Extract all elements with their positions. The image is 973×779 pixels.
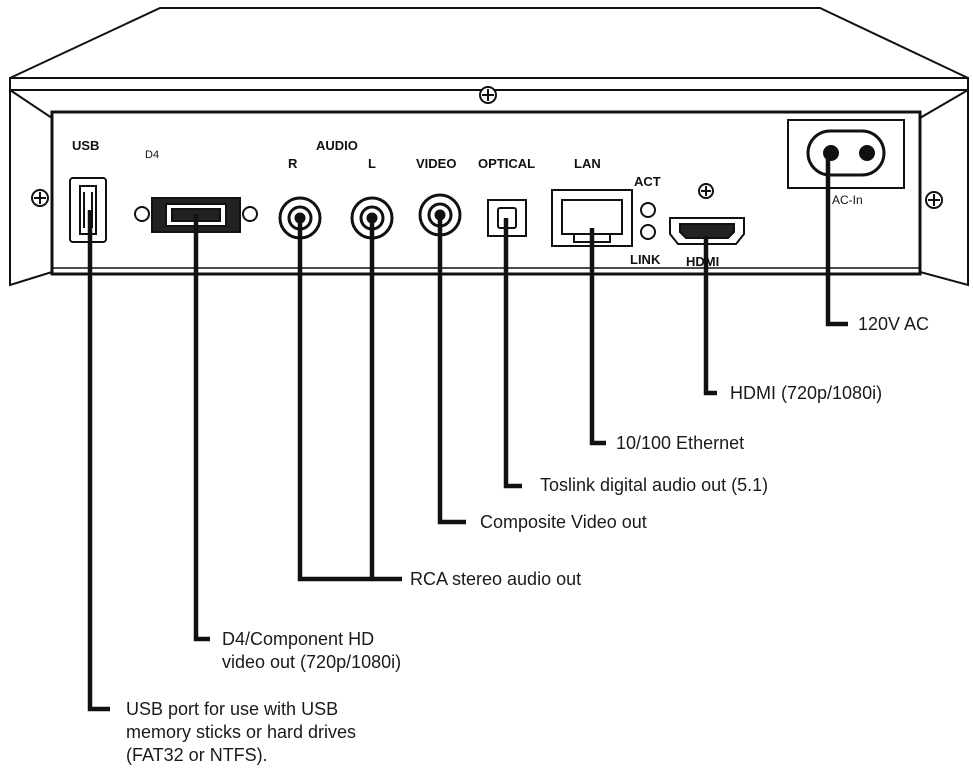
callout-usb-line-2: memory sticks or hard drives (126, 722, 357, 742)
right-bracket-screw-icon (925, 191, 943, 209)
left-bracket (9, 88, 53, 287)
label-hdmi: HDMI (686, 254, 719, 269)
callout-toslink: Toslink digital audio out (5.1) (540, 474, 768, 497)
leader-composite (437, 215, 466, 525)
left-bracket-screw-icon (31, 189, 49, 207)
callout-rca-line-1: RCA stereo audio out (410, 569, 582, 589)
callout-d4-line-2: video out (720p/1080i) (222, 652, 402, 672)
leader-rca (297, 218, 372, 582)
top-screw-icon (479, 86, 497, 104)
callout-d4-line-1: D4/Component HD (222, 629, 375, 649)
ac-inlet-icon (787, 119, 905, 189)
hdmi-port-icon (669, 217, 745, 245)
label-optical: OPTICAL (478, 156, 535, 171)
callout-ac: 120V AC (858, 313, 929, 336)
leader-lines (87, 150, 848, 712)
callout-usb-line-1: USB port for use with USB (126, 699, 339, 719)
leader-usb (87, 210, 110, 712)
lan-port-icon (551, 189, 633, 247)
callout-composite: Composite Video out (480, 511, 647, 534)
rear-panel (50, 110, 922, 276)
label-link: LINK (630, 252, 661, 267)
leader-ac (825, 150, 848, 327)
leader-d4 (193, 214, 210, 642)
act-led-icon (640, 202, 656, 218)
hdmi-screw-icon (698, 183, 714, 199)
leader-hdmi (703, 236, 717, 396)
leader-rca-l (369, 218, 402, 582)
label-usb: USB (72, 138, 99, 153)
leader-ethernet (589, 228, 606, 446)
callout-toslink-line-1: Toslink digital audio out (5.1) (540, 475, 769, 495)
callout-usb: USB port for use with USB memory sticks … (126, 698, 356, 767)
right-bracket (919, 88, 969, 287)
callout-composite-line-1: Composite Video out (480, 512, 647, 532)
label-ac-in: AC-In (832, 193, 863, 207)
callout-hdmi: HDMI (720p/1080i) (730, 382, 882, 405)
label-lan: LAN (574, 156, 601, 171)
callout-usb-line-3: (FAT32 or NTFS). (126, 745, 268, 765)
callout-rca: RCA stereo audio out (410, 568, 581, 591)
chassis-top (9, 7, 969, 79)
link-led-icon (640, 224, 656, 240)
callout-ethernet: 10/100 Ethernet (616, 432, 744, 455)
callout-ac-line-1: 120V AC (858, 314, 930, 334)
label-video: VIDEO (416, 156, 456, 171)
leader-toslink (503, 218, 522, 489)
label-act: ACT (634, 174, 661, 189)
label-audio: AUDIO (316, 138, 358, 153)
label-d4: D4 (145, 149, 159, 161)
label-audio-r: R (288, 156, 298, 171)
callout-d4: D4/Component HD video out (720p/1080i) (222, 628, 401, 674)
callout-ethernet-line-1: 10/100 Ethernet (616, 433, 745, 453)
callout-hdmi-line-1: HDMI (720p/1080i) (730, 383, 883, 403)
label-audio-l: L (368, 156, 376, 171)
